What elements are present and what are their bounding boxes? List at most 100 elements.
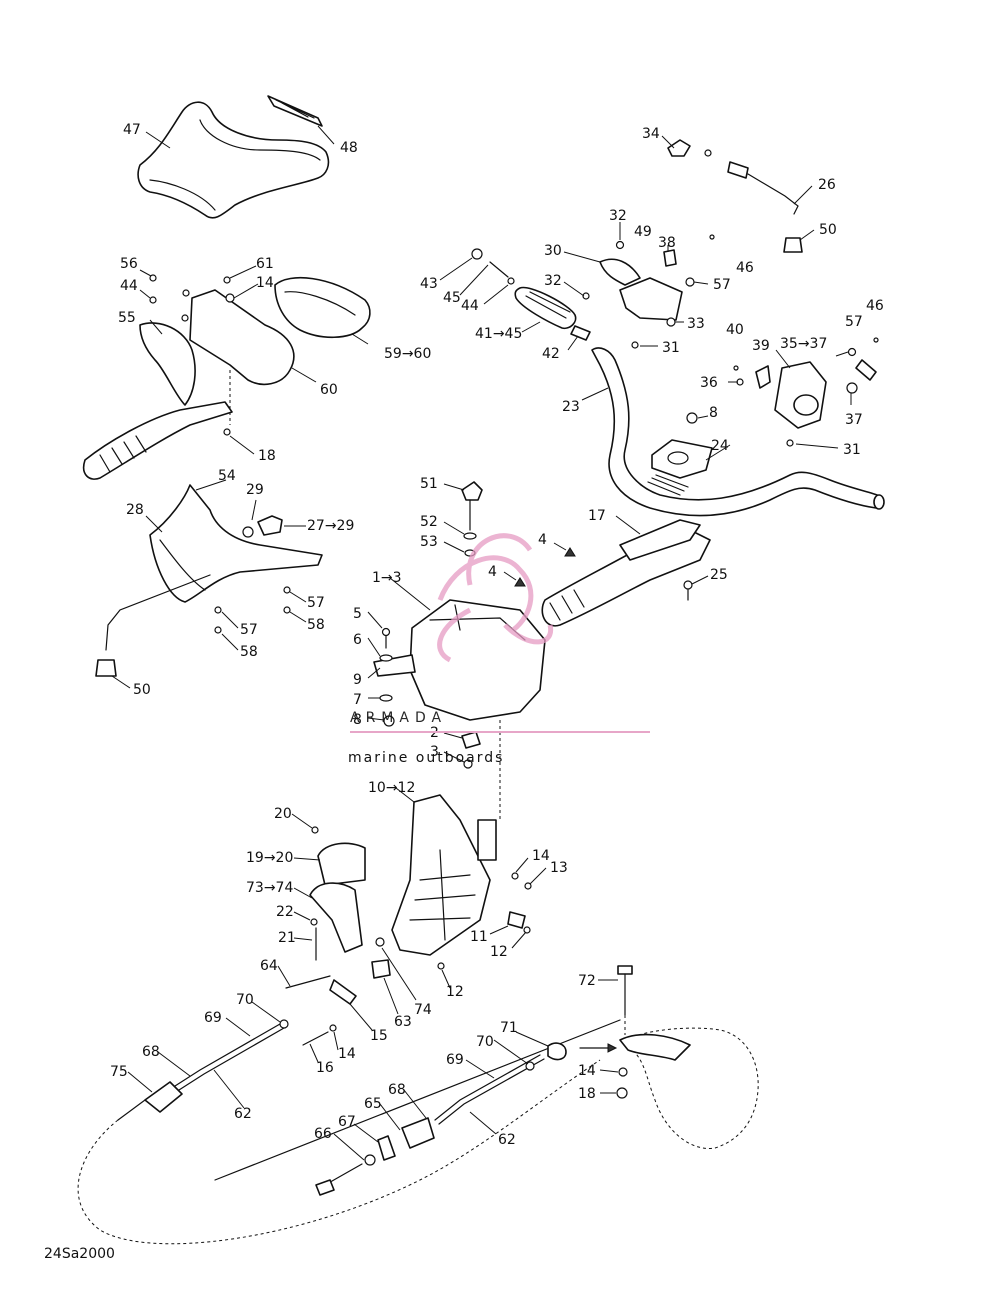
callout-label: 7 <box>353 692 362 708</box>
callout-label: 57 <box>713 277 731 293</box>
octopus-logo-icon <box>437 533 554 663</box>
callout-label: 44 <box>461 298 479 314</box>
callout-label: 6 <box>353 632 362 648</box>
callout-label: 20 <box>274 806 292 822</box>
callout-label: 45 <box>443 290 461 306</box>
callout-label: 43 <box>420 276 438 292</box>
callout-label: 9 <box>353 672 362 688</box>
callout-label: 4 <box>538 532 547 548</box>
callout-label: 57 <box>307 595 325 611</box>
callout-label: 33 <box>687 316 705 332</box>
callout-label: 17 <box>588 508 606 524</box>
callout-label: 70 <box>476 1034 494 1050</box>
callout-label: 41→45 <box>475 326 522 342</box>
callout-label: 29 <box>246 482 264 498</box>
callout-label: 12 <box>490 944 508 960</box>
callout-label: 14 <box>578 1063 596 1079</box>
callout-label: 36 <box>700 375 718 391</box>
callout-label: 64 <box>260 958 278 974</box>
left-handle-assembly-part <box>82 274 371 480</box>
callout-label: 1→3 <box>372 570 402 586</box>
callout-label: 49 <box>634 224 652 240</box>
callout-label: 67 <box>338 1114 356 1130</box>
callout-label: 37 <box>845 412 863 428</box>
callout-label: 39 <box>752 338 770 354</box>
callout-label: 46 <box>736 260 754 276</box>
callout-label: 56 <box>120 256 138 272</box>
callout-label: 57 <box>240 622 258 638</box>
callout-label: 34 <box>642 126 660 142</box>
callout-label: 53 <box>420 534 438 550</box>
callout-label: 26 <box>818 177 836 193</box>
callout-label: 69 <box>446 1052 464 1068</box>
callout-label: 58 <box>240 644 258 660</box>
callout-label: 8 <box>709 405 718 421</box>
callout-label: 16 <box>316 1060 334 1076</box>
callout-label: 60 <box>320 382 338 398</box>
callout-label: 24 <box>711 438 729 454</box>
steering-nozzle-part <box>616 965 759 1149</box>
callout-label: 14 <box>256 275 274 291</box>
callout-label: 31 <box>662 340 680 356</box>
callout-label: 54 <box>218 468 236 484</box>
callout-label: 70 <box>236 992 254 1008</box>
callout-label: 58 <box>307 617 325 633</box>
callout-labels: 47 48 34 26 50 32 49 38 46 30 43 45 44 3… <box>110 122 884 1148</box>
callout-label: 68 <box>388 1082 406 1098</box>
callout-label: 48 <box>340 140 358 156</box>
callout-label: 23 <box>562 399 580 415</box>
throttle-cable-part <box>667 139 803 253</box>
callout-label: 57 <box>845 314 863 330</box>
callout-label: 52 <box>420 514 438 530</box>
nut-8-part <box>686 412 698 424</box>
callout-label: 65 <box>364 1096 382 1112</box>
callout-label: 73→74 <box>246 880 293 896</box>
steering-column-part <box>514 519 711 627</box>
callout-label: 12 <box>446 984 464 1000</box>
callout-label: 13 <box>550 860 568 876</box>
grip-part <box>471 248 591 341</box>
callout-label: 22 <box>276 904 294 920</box>
watermark: ARMADA marine outboards <box>348 533 650 766</box>
callout-label: 72 <box>578 973 596 989</box>
callout-label: 31 <box>843 442 861 458</box>
steering-shroud-part <box>95 484 323 677</box>
callout-label: 50 <box>133 682 151 698</box>
callout-label: 50 <box>819 222 837 238</box>
callout-label: 28 <box>126 502 144 518</box>
callout-label: 8 <box>353 712 362 728</box>
callout-label: 18 <box>578 1086 596 1102</box>
callout-label: 59→60 <box>384 346 431 362</box>
right-housing-part <box>733 337 879 447</box>
callout-label: 18 <box>258 448 276 464</box>
watermark-subtitle: marine outboards <box>348 750 504 766</box>
callout-label: 74 <box>414 1002 432 1018</box>
watermark-title: ARMADA <box>350 710 447 726</box>
callout-label: 14 <box>532 848 550 864</box>
callout-label: 27→29 <box>307 518 354 534</box>
callout-label: 47 <box>123 122 141 138</box>
steering-cable-part <box>77 1019 621 1245</box>
callout-label: 35→37 <box>780 336 827 352</box>
callout-label: 3 <box>430 744 439 760</box>
handlebar-cover-part <box>137 101 330 219</box>
callout-label: 15 <box>370 1028 388 1044</box>
callout-label: 55 <box>118 310 136 326</box>
support-bracket-part <box>391 794 532 970</box>
callout-label: 46 <box>866 298 884 314</box>
callout-label: 68 <box>142 1044 160 1060</box>
handlebar-part <box>591 347 885 517</box>
callout-label: 61 <box>256 256 274 272</box>
callout-label: 32 <box>544 273 562 289</box>
callout-label: 42 <box>542 346 560 362</box>
callout-label: 5 <box>353 606 362 622</box>
callout-label: 19→20 <box>246 850 293 866</box>
callout-label: 66 <box>314 1126 332 1142</box>
callout-label: 62 <box>498 1132 516 1148</box>
callout-label: 14 <box>338 1046 356 1062</box>
callout-label: 51 <box>420 476 438 492</box>
callout-label: 71 <box>500 1020 518 1036</box>
throttle-housing-part <box>582 234 715 349</box>
callout-label: 69 <box>204 1010 222 1026</box>
